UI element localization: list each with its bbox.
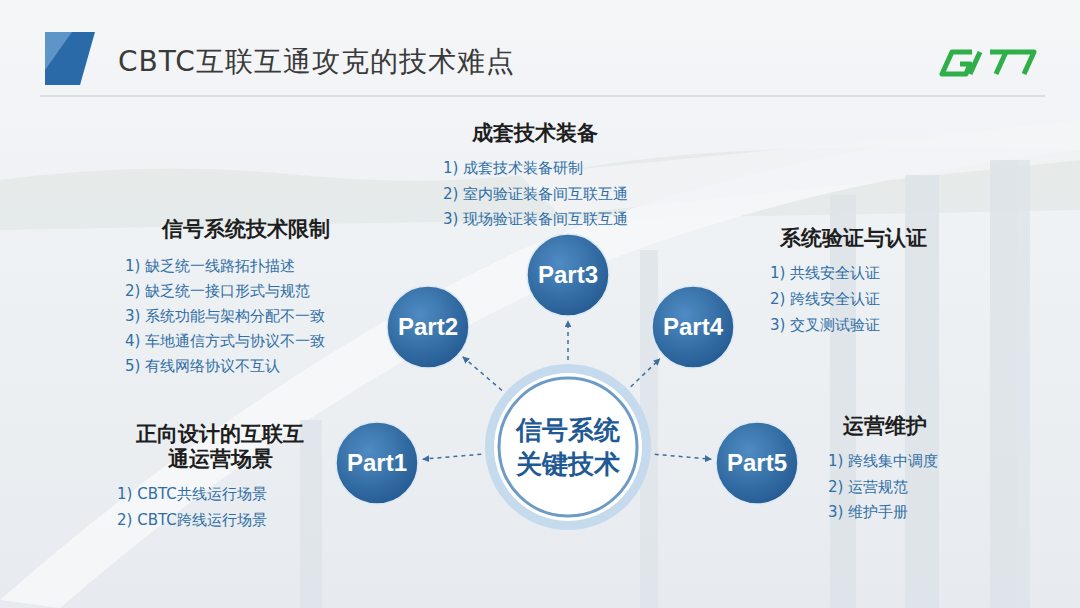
logo <box>942 52 1034 74</box>
slide-title: CBTC互联互通攻克的技术难点 <box>118 42 515 82</box>
list-item: 1) CBTC共线运行场景 <box>117 483 267 505</box>
section-heading: 信号系统技术限制 <box>162 215 330 243</box>
part-label: Part4 <box>663 312 723 342</box>
title-marker-accent <box>45 32 72 70</box>
list-item: 2) 缺乏统一接口形式与规范 <box>125 280 310 302</box>
list-item: 4) 车地通信方式与协议不一致 <box>125 330 325 352</box>
dashed-arrow <box>655 454 711 459</box>
list-item: 2) 运营规范 <box>828 476 908 498</box>
list-item: 2) 室内验证装备间互联互通 <box>443 183 628 205</box>
part-label: Part2 <box>398 312 458 342</box>
section-heading: 系统验证与认证 <box>780 224 927 252</box>
dashed-arrow <box>631 359 660 387</box>
part-circle: Part2信号系统技术限制1) 缺乏统一线路拓扑描述2) 缺乏统一接口形式与规范… <box>386 285 470 369</box>
part-label: Part3 <box>538 260 598 290</box>
title-rule <box>40 95 1045 97</box>
list-item: 2) 跨线安全认证 <box>770 288 880 310</box>
hub-circle: 信号系统 关键技术 <box>484 363 652 531</box>
title-marker <box>45 32 95 85</box>
list-item: 3) 系统功能与架构分配不一致 <box>125 305 325 327</box>
section-heading: 运营维护 <box>843 412 927 440</box>
list-item: 5) 有线网络协议不互认 <box>125 355 280 377</box>
part-label: Part5 <box>727 448 787 478</box>
list-item: 1) 跨线集中调度 <box>828 450 938 472</box>
part-circle: Part3成套技术装备1) 成套技术装备研制2) 室内验证装备间互联互通3) 现… <box>526 233 610 317</box>
list-item: 1) 缺乏统一线路拓扑描述 <box>125 255 295 277</box>
list-item: 1) 共线安全认证 <box>770 262 880 284</box>
list-item: 1) 成套技术装备研制 <box>443 157 583 179</box>
section-heading: 正向设计的互联互通运营场景 <box>134 422 306 472</box>
part-circle: Part1正向设计的互联互通运营场景1) CBTC共线运行场景2) CBTC跨线… <box>335 421 419 505</box>
circle-shape <box>484 363 652 531</box>
viaduct-deck <box>0 120 1080 608</box>
list-item: 2) CBTC跨线运行场景 <box>117 509 267 531</box>
dashed-arrow <box>567 321 569 360</box>
section-heading: 成套技术装备 <box>472 119 598 147</box>
list-item: 3) 维护手册 <box>828 501 908 523</box>
list-item: 3) 交叉测试验证 <box>770 314 880 336</box>
part-label: Part1 <box>347 448 407 478</box>
dashed-arrow <box>463 357 502 390</box>
viaduct-piers <box>300 160 1030 608</box>
hub-label: 信号系统 关键技术 <box>512 413 624 481</box>
part-circle: Part5运营维护1) 跨线集中调度2) 运营规范3) 维护手册 <box>715 421 799 505</box>
dashed-arrow <box>423 454 481 459</box>
list-item: 3) 现场验证装备间互联互通 <box>443 208 628 230</box>
part-circle: Part4系统验证与认证1) 共线安全认证2) 跨线安全认证3) 交叉测试验证 <box>651 285 735 369</box>
